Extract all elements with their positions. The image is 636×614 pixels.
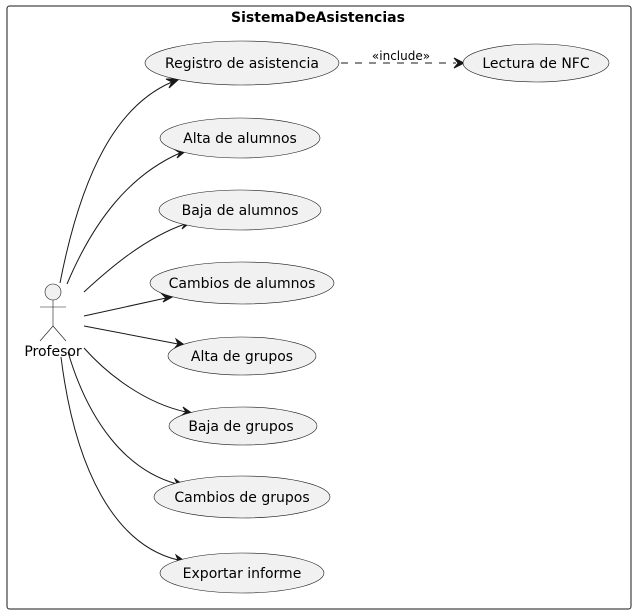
use-case-ellipse (168, 406, 318, 446)
use-case-label: Alta de grupos (191, 349, 293, 365)
use-case-baja-alumnos[interactable]: Baja de alumnos (158, 189, 322, 231)
association-cambios-alumnos (83, 297, 167, 317)
system-boundary: SistemaDeAsistencias (6, 5, 632, 610)
use-case-ellipse (153, 475, 331, 519)
association-baja-grupos (83, 347, 187, 413)
use-case-label: Cambios de alumnos (169, 276, 316, 292)
use-case-baja-grupos[interactable]: Baja de grupos (168, 406, 318, 446)
system-title: SistemaDeAsistencias (231, 10, 405, 26)
use-case-label: Alta de alumnos (183, 131, 297, 147)
use-case-label: Lectura de NFC (482, 56, 589, 72)
use-case-exportar[interactable]: Exportar informe (159, 552, 325, 594)
use-case-registro[interactable]: Registro de asistencia (144, 40, 340, 86)
use-case-ellipse (149, 261, 335, 305)
use-case-alta-grupos[interactable]: Alta de grupos (167, 336, 317, 376)
association-alta-alumnos (66, 152, 181, 285)
system-boundary-frame (6, 5, 632, 610)
include-stereotype: «include» (372, 49, 430, 63)
arrowhead-registro (165, 78, 181, 89)
use-case-ellipse (159, 552, 325, 594)
association-baja-alumnos (83, 223, 186, 293)
use-case-ellipse (159, 117, 321, 159)
use-case-ellipse (167, 336, 317, 376)
actor-name: Profesor (24, 344, 82, 360)
use-case-nfc[interactable]: Lectura de NFC (462, 43, 610, 83)
association-registro (59, 81, 173, 284)
use-case-label: Registro de asistencia (165, 56, 319, 72)
use-case-label: Baja de alumnos (182, 203, 299, 219)
use-case-ellipse (462, 43, 610, 83)
association-exportar (60, 356, 179, 561)
use-case-cambios-grupos[interactable]: Cambios de grupos (153, 475, 331, 519)
include-relation: «include» (341, 49, 466, 69)
use-case-alta-alumnos[interactable]: Alta de alumnos (159, 117, 321, 159)
use-case-cambios-alumnos[interactable]: Cambios de alumnos (149, 261, 335, 305)
association-alta-grupos (83, 325, 179, 345)
use-case-ellipse (144, 40, 340, 86)
actor-profesor[interactable]: Profesor (24, 283, 82, 360)
use-case-label: Exportar informe (183, 566, 302, 582)
use-case-label: Cambios de grupos (174, 490, 309, 506)
use-case-label: Baja de grupos (188, 419, 293, 435)
association-cambios-grupos (67, 351, 178, 485)
use-case-ellipse (158, 189, 322, 231)
stick-figure-icon (39, 283, 67, 342)
include-arrowhead (453, 57, 466, 69)
